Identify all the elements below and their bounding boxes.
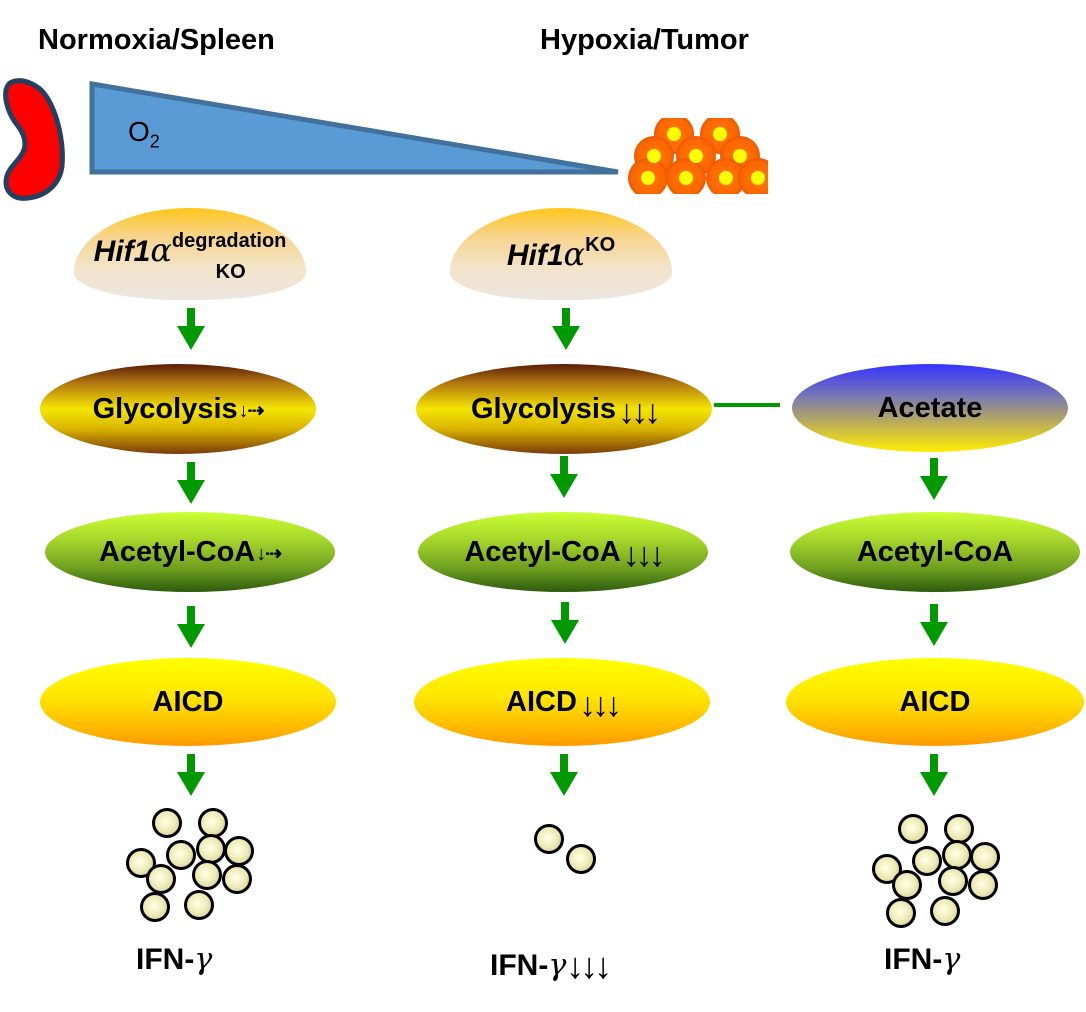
spleen-icon [3,78,65,201]
ifn-gamma-granules-normoxia [120,800,280,930]
ifn-gamma-granule [898,814,928,844]
acetyl-coa-label: Acetyl-CoA [856,535,1014,568]
tumor-cell-nucleus [719,171,733,185]
glycolysis-label: Glycolysis [92,392,238,425]
tumor-cell-nucleus [689,149,703,163]
hif-subscript: KO [215,261,246,283]
hif-superscript: KO [585,234,616,256]
hif-gene-label: Hif1 [506,239,564,272]
green-arrow-down-icon [920,458,948,500]
ifn-gamma-granules-hypoxia [530,820,610,880]
ifn-gamma-granule [534,824,564,854]
hif-gene-label: Hif1 [93,235,151,268]
ifn-gamma-granule [224,836,254,866]
oxygen-label: O2 [128,116,160,153]
ifn-label: IFN- [884,943,943,976]
ifn-gamma-granule [196,834,226,864]
ifn-label: IFN- [490,949,549,982]
aicd-node-hypoxia: AICD↓↓↓ [414,658,710,746]
tumor-cells-icon [628,118,768,194]
aicd-label: AICD [152,685,224,718]
ifn-gamma-granule [892,870,922,900]
ifn-gamma-granule [938,866,968,896]
ifn-gamma-granule [184,890,214,920]
glycolysis-label: Glycolysis [470,392,617,425]
tumor-cell-nucleus [641,171,655,185]
acetyl-coa-node-normoxia: Acetyl-CoA↓⇢ [45,512,335,592]
hif1a-ko-node: Hif1αKO [450,208,672,300]
oxygen-label-sub: 2 [149,131,160,152]
ifn-gamma-label-normoxia: IFN-γ [136,942,212,977]
acetyl-coa-label: Acetyl-CoA [98,535,256,568]
tumor-cell-nucleus [667,127,681,141]
ifn-gamma-granule [970,842,1000,872]
ifn-gamma-granules-acetate [866,806,1026,936]
green-arrow-down-icon [550,456,578,498]
tumor-cell-nucleus [647,149,661,163]
ifn-gamma-granule [912,846,942,876]
aicd-node-acetate: AICD [786,658,1084,746]
hif1a-degradation-ko-node: Hif1αdegradation KO [74,208,306,300]
ifn-gamma-granule [968,870,998,900]
acetyl-coa-node-acetate: Acetyl-CoA [790,512,1080,592]
aicd-label: AICD [899,685,971,718]
aicd-node-normoxia: AICD [40,658,336,746]
green-arrow-down-icon [920,604,948,646]
tumor-cell-nucleus [733,149,747,163]
gamma-symbol: γ [548,948,567,983]
ifn-gamma-granule [166,840,196,870]
ifn-gamma-label-acetate: IFN-γ [884,942,960,977]
ifn-gamma-label-hypoxia: IFN-γ↓↓↓ [490,942,612,986]
alpha-symbol: α [150,231,172,269]
ifn-gamma-granule [140,892,170,922]
tumor-cell-nucleus [679,171,693,185]
green-arrow-down-icon [177,754,205,796]
green-arrow-down-icon [177,606,205,648]
ifn-gamma-granule [126,848,156,878]
strong-decrease-indicator: ↓↓↓ [566,945,612,986]
tumor-cell-nucleus [751,171,765,185]
ifn-gamma-granule [222,864,252,894]
ifn-gamma-granule [930,896,960,926]
oxygen-gradient-triangle [89,81,619,175]
strong-decrease-indicator: ↓↓↓ [578,685,622,724]
glycolysis-node-normoxia: Glycolysis↓⇢ [40,364,316,454]
ifn-gamma-granule [886,898,916,928]
gamma-symbol: γ [942,942,961,977]
oxygen-label-main: O [128,116,150,147]
acetyl-coa-node-hypoxia: Acetyl-CoA↓↓↓ [418,512,708,592]
gamma-symbol: γ [194,942,213,977]
slight-decrease-indicator: ↓⇢ [238,399,265,422]
strong-decrease-indicator: ↓↓↓ [622,535,666,574]
alpha-symbol: α [563,235,586,273]
green-arrow-down-icon [177,308,205,350]
ifn-gamma-granule [942,840,972,870]
hif-superscript: degradation [171,230,287,252]
heading-hypoxia-tumor: Hypoxia/Tumor [540,24,749,56]
ifn-label: IFN- [136,943,195,976]
green-arrow-down-icon [550,754,578,796]
green-arrow-down-icon [177,462,205,504]
ifn-gamma-granule [146,864,176,894]
green-arrow-down-icon [552,308,580,350]
ifn-gamma-granule [566,844,596,874]
slight-decrease-indicator: ↓⇢ [256,542,282,565]
tumor-cell-nucleus [713,127,727,141]
strong-decrease-indicator: ↓↓↓ [618,392,661,431]
acetate-label: Acetate [877,391,983,424]
heading-normoxia-spleen: Normoxia/Spleen [38,24,275,56]
ifn-gamma-granule [192,860,222,890]
aicd-label: AICD [506,685,577,718]
acetate-link-line [714,403,780,407]
ifn-gamma-granule [152,808,182,838]
acetyl-coa-label: Acetyl-CoA [464,535,621,568]
green-arrow-down-icon [920,754,948,796]
acetate-node: Acetate [792,364,1068,452]
glycolysis-node-hypoxia: Glycolysis↓↓↓ [416,364,712,454]
green-arrow-down-icon [551,602,579,644]
